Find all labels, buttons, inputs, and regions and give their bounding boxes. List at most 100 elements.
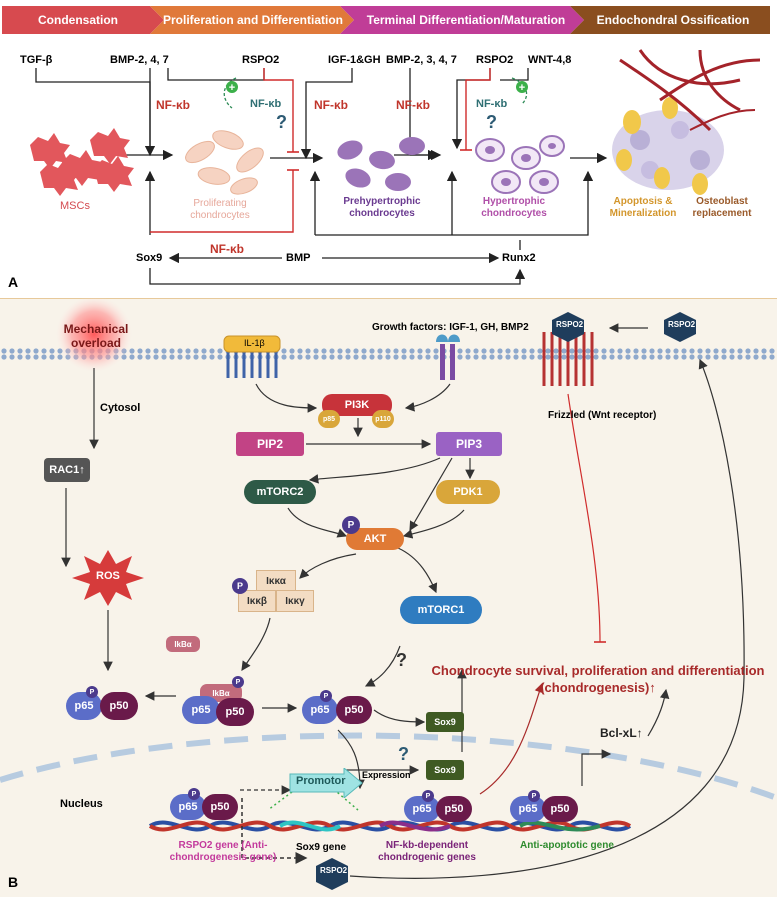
factor-bmp247: BMP-2, 4, 7 (110, 54, 169, 66)
proliferating-cells (185, 130, 264, 195)
label-proliferating: Proliferating chondrocytes (190, 198, 250, 221)
panel-a-arrows: + + (30, 49, 761, 285)
promotor-arrow (289, 768, 363, 798)
p50-node-4: p50 (202, 794, 238, 820)
ros-label: ROS (96, 570, 120, 582)
p50-node-1: p50 (100, 692, 138, 720)
factor-tgfb: TGF-β (20, 54, 53, 66)
wnt-line (500, 68, 529, 81)
akt-phospho: P (342, 516, 360, 534)
p85-node: p85 (318, 410, 340, 428)
plus-icon-a (226, 81, 238, 93)
il1b-label: IL-1β (244, 338, 265, 348)
plus-icon-b (516, 81, 528, 93)
question-mark-a1: ? (276, 112, 287, 132)
sox9-label: Sox9 (136, 252, 163, 264)
rac1-node: RAC1↑ (44, 458, 90, 482)
panel-b: Mechanical overload Cytosol Nucleus IL-1… (0, 298, 777, 897)
nuclear-membrane (0, 732, 777, 801)
stage-label-ossification: Endochondral Ossification (596, 13, 750, 27)
pi3k-node: PI3K (322, 394, 392, 416)
ikba-free: IkBα (166, 636, 200, 652)
factor-rspo2-b: RSPO2 (476, 54, 514, 66)
runx2-frame (315, 170, 594, 236)
frizzled-receptor (542, 332, 594, 386)
growth-factor-receptor (436, 334, 460, 380)
mechanical-overload-glow (56, 298, 132, 372)
p65-node-4: p65 (170, 794, 206, 820)
ikkb-node: Iκκβ (238, 590, 276, 612)
rspo2-bottom: RSPO2 (320, 866, 348, 875)
pip3-node: PIP3 (436, 432, 502, 456)
rspo2-hex-3 (316, 858, 348, 890)
chondrocyte-survival-label: Chondrocyte survival, proliferation and … (431, 663, 765, 695)
p110-node: p110 (372, 410, 394, 428)
p50-node-5: p50 (436, 796, 472, 822)
promotor-label: Promotor (296, 775, 346, 787)
stage-banner (2, 6, 770, 34)
ikkg-node: Iκκγ (276, 590, 314, 612)
mtorc1-node: mTORC1 (400, 596, 482, 624)
rspo2-top-1: RSPO2 (556, 320, 584, 329)
panel-b-label: B (8, 874, 19, 890)
rspo2-b-feedback (511, 77, 528, 105)
sox9-protein-2: Sox9 (426, 760, 464, 780)
bclxl-label: Bcl-xL↑ (600, 726, 643, 740)
prehypertrophic-cells (337, 137, 425, 191)
p65-phospho-4: P (188, 788, 200, 800)
cytosol-label: Cytosol (100, 402, 141, 414)
label-prehypertrophic: Prehypertrophic chondrocytes (343, 196, 421, 219)
nfkb-label-3: NF-κb (396, 98, 431, 112)
stage-arrow-proliferation (150, 6, 354, 34)
panel-a-label: A (8, 274, 19, 290)
growth-factors-label: Growth factors: IGF-1, GH, BMP2 (372, 322, 529, 333)
dna-strand (148, 820, 632, 832)
msc-cells (30, 128, 134, 196)
question-mark-a2: ? (486, 112, 497, 132)
rspo2-gene-label: RSPO2 gene (Anti-chondrogenesis gene) (169, 840, 277, 863)
nfkb-genes-label: NF-kb-dependent chondrogenic genes (378, 840, 476, 863)
nfkb-label-teal-1: NF-κb (250, 98, 282, 110)
p65-node-2: p65 (182, 696, 220, 724)
p65-node-6: p65 (510, 796, 546, 822)
ikkb-phospho: P (232, 578, 248, 594)
panel-b-graphics (0, 298, 777, 890)
ikba-phospho: P (232, 676, 244, 688)
rspo2-top-2: RSPO2 (668, 320, 696, 329)
runx2-label: Runx2 (502, 252, 536, 264)
label-mscs: MSCs (60, 200, 90, 212)
rspo2-b-inhibit (465, 68, 491, 150)
ros-burst (72, 550, 144, 606)
p50-node-2: p50 (216, 698, 254, 726)
p65-phospho-6: P (528, 790, 540, 802)
p65-phospho-3: P (320, 690, 332, 702)
p65-node-1: p65 (66, 692, 102, 720)
question-mark-b2: ? (398, 744, 409, 764)
stage-arrow-ossification (570, 6, 770, 34)
nucleus-label: Nucleus (60, 798, 103, 810)
factor-igf-gh: IGF-1&GH (328, 54, 381, 66)
nfkb-sox9-inhibit (150, 170, 294, 233)
pip2-node: PIP2 (236, 432, 304, 456)
sox9-protein-1: Sox9 (426, 712, 464, 732)
p65-node-3: p65 (302, 696, 338, 724)
rspo2-hex-2 (664, 312, 696, 342)
label-osteoblast: Osteoblast replacement (692, 196, 752, 219)
mechanical-overload-label: Mechanical overload (63, 322, 129, 350)
label-apoptosis: Apoptosis & Mineralization (609, 196, 677, 219)
question-mark-b1: ? (396, 650, 407, 670)
ikka-node: Iκκα (256, 570, 296, 592)
rspo2-a-inhibit (263, 68, 294, 152)
stage-label-maturation: Terminal Differentiation/Maturation (366, 13, 566, 27)
svg-text:+: + (229, 82, 235, 94)
label-hypertrophic: Hypertrophic chondrocytes (481, 196, 547, 219)
nfkb-label-2: NF-κb (314, 98, 349, 112)
stage-arrow-condensation (2, 6, 164, 34)
sox9-gene-label: Sox9 gene (296, 842, 347, 853)
factor-wnt48: WNT-4,8 (528, 54, 572, 66)
expression-label: Expression (362, 770, 411, 780)
factor-bmp2347: BMP-2, 3, 4, 7 (386, 54, 457, 66)
stage-arrow-maturation (340, 6, 584, 34)
ossification-illustration (612, 49, 761, 195)
nfkb-label-1: NF-κb (156, 98, 191, 112)
